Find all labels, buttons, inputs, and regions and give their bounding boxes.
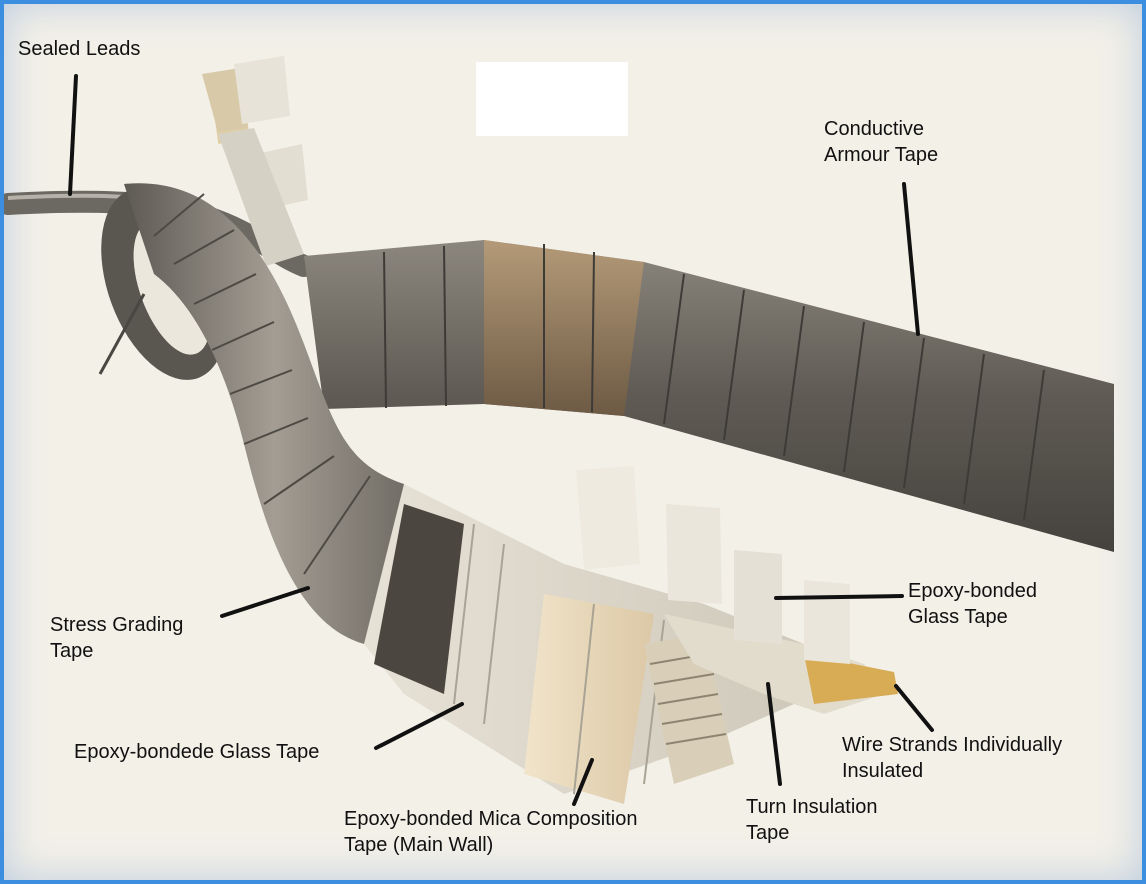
leader-glass-tape-right — [776, 596, 902, 598]
label-epoxy-bonded-glass-tape: Epoxy-bonded Glass Tape — [908, 578, 1037, 630]
label-wire-strands: Wire Strands Individually Insulated — [842, 732, 1062, 784]
leader-glass-tape-left — [376, 704, 462, 748]
leader-wire-strands — [896, 686, 932, 730]
leader-sealed-leads — [70, 76, 76, 194]
blank-patch — [476, 62, 628, 136]
leader-conductive-armour — [904, 184, 918, 334]
leader-stress-grading — [222, 588, 308, 616]
label-conductive-armour-tape: Conductive Armour Tape — [824, 116, 938, 168]
label-mica-composition-tape: Epoxy-bonded Mica Composition Tape (Main… — [344, 806, 638, 858]
label-turn-insulation-tape: Turn Insulation Tape — [746, 794, 878, 846]
label-stress-grading-tape: Stress Grading Tape — [50, 612, 183, 664]
label-sealed-leads: Sealed Leads — [18, 36, 140, 62]
label-epoxy-bondede-glass-tape: Epoxy-bondede Glass Tape — [74, 739, 319, 765]
